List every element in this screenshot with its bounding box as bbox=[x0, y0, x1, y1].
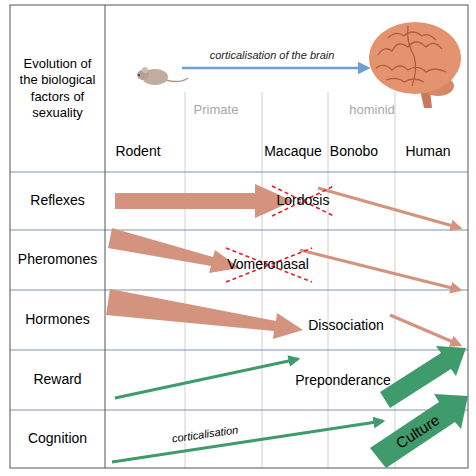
species-label: Human bbox=[405, 144, 450, 159]
era-separator bbox=[185, 92, 186, 468]
brain-cortex bbox=[369, 22, 461, 94]
row-line bbox=[10, 230, 468, 231]
cell-text: Reflexes bbox=[30, 192, 84, 210]
factor-cell: Reward bbox=[10, 350, 105, 410]
table-grid bbox=[10, 5, 468, 468]
factor-arrow bbox=[108, 228, 240, 273]
factor-cell: Pheromones bbox=[10, 230, 105, 290]
era-separator bbox=[262, 92, 263, 468]
loss-cross bbox=[226, 186, 334, 282]
cell-text: Evolution of the biological factors of s… bbox=[16, 56, 99, 121]
cross-stroke bbox=[226, 248, 312, 282]
brain-gyrus bbox=[376, 65, 446, 72]
stage-label: Lordosis bbox=[277, 193, 330, 208]
cell-text: Cognition bbox=[28, 430, 87, 448]
clade-label: Primate bbox=[194, 103, 239, 117]
cell-text: Reward bbox=[33, 371, 81, 389]
factor-arrow bbox=[106, 289, 303, 339]
rat-eye bbox=[138, 74, 140, 76]
row-line bbox=[10, 410, 468, 411]
stage-label: Preponderance bbox=[295, 373, 391, 388]
factor-arrow bbox=[318, 188, 460, 228]
era-separator bbox=[328, 92, 329, 468]
era-separator bbox=[395, 92, 396, 468]
brain-gyrus bbox=[388, 32, 436, 40]
rat-tail bbox=[166, 78, 188, 82]
cross-stroke bbox=[272, 186, 334, 216]
column-line bbox=[105, 5, 106, 468]
row-line bbox=[10, 290, 468, 291]
table-border bbox=[10, 5, 468, 468]
arrow-caption: corticalisation bbox=[171, 423, 239, 444]
rat-ear bbox=[142, 67, 148, 73]
title-cell: Evolution of the biological factors of s… bbox=[10, 5, 105, 172]
factor-arrow bbox=[115, 184, 293, 218]
cell-text: Pheromones bbox=[18, 251, 97, 269]
brain-gyrus bbox=[386, 78, 424, 82]
arrow-caption: corticalisation of the brain bbox=[210, 49, 335, 61]
stage-label: Dissociation bbox=[308, 318, 383, 333]
brain-sulcus bbox=[408, 26, 416, 86]
species-label: Bonobo bbox=[330, 144, 378, 159]
era-separators bbox=[185, 92, 395, 468]
factor-arrow bbox=[300, 250, 460, 290]
corticalisation-arrow bbox=[182, 67, 368, 70]
brain-illustration bbox=[369, 22, 461, 108]
factor-arrow bbox=[115, 359, 298, 398]
cross-stroke bbox=[226, 248, 312, 282]
row-line bbox=[10, 350, 468, 351]
stage-label: Vomeronasal bbox=[227, 257, 309, 272]
species-label: Rodent bbox=[115, 144, 160, 159]
factor-arrow bbox=[112, 421, 383, 462]
rat-illustration bbox=[137, 67, 188, 85]
factor-arrow bbox=[370, 394, 468, 468]
row-line bbox=[10, 172, 468, 173]
clade-label: hominid bbox=[349, 103, 395, 117]
species-label: Macaque bbox=[264, 144, 322, 159]
factor-cell: Reflexes bbox=[10, 172, 105, 230]
cell-text: Hormones bbox=[25, 311, 90, 329]
factor-cell: Hormones bbox=[10, 290, 105, 350]
brain-gyri bbox=[376, 26, 446, 86]
factor-arrow bbox=[390, 315, 460, 345]
cross-stroke bbox=[272, 186, 334, 216]
factor-cell: Cognition bbox=[10, 410, 105, 468]
